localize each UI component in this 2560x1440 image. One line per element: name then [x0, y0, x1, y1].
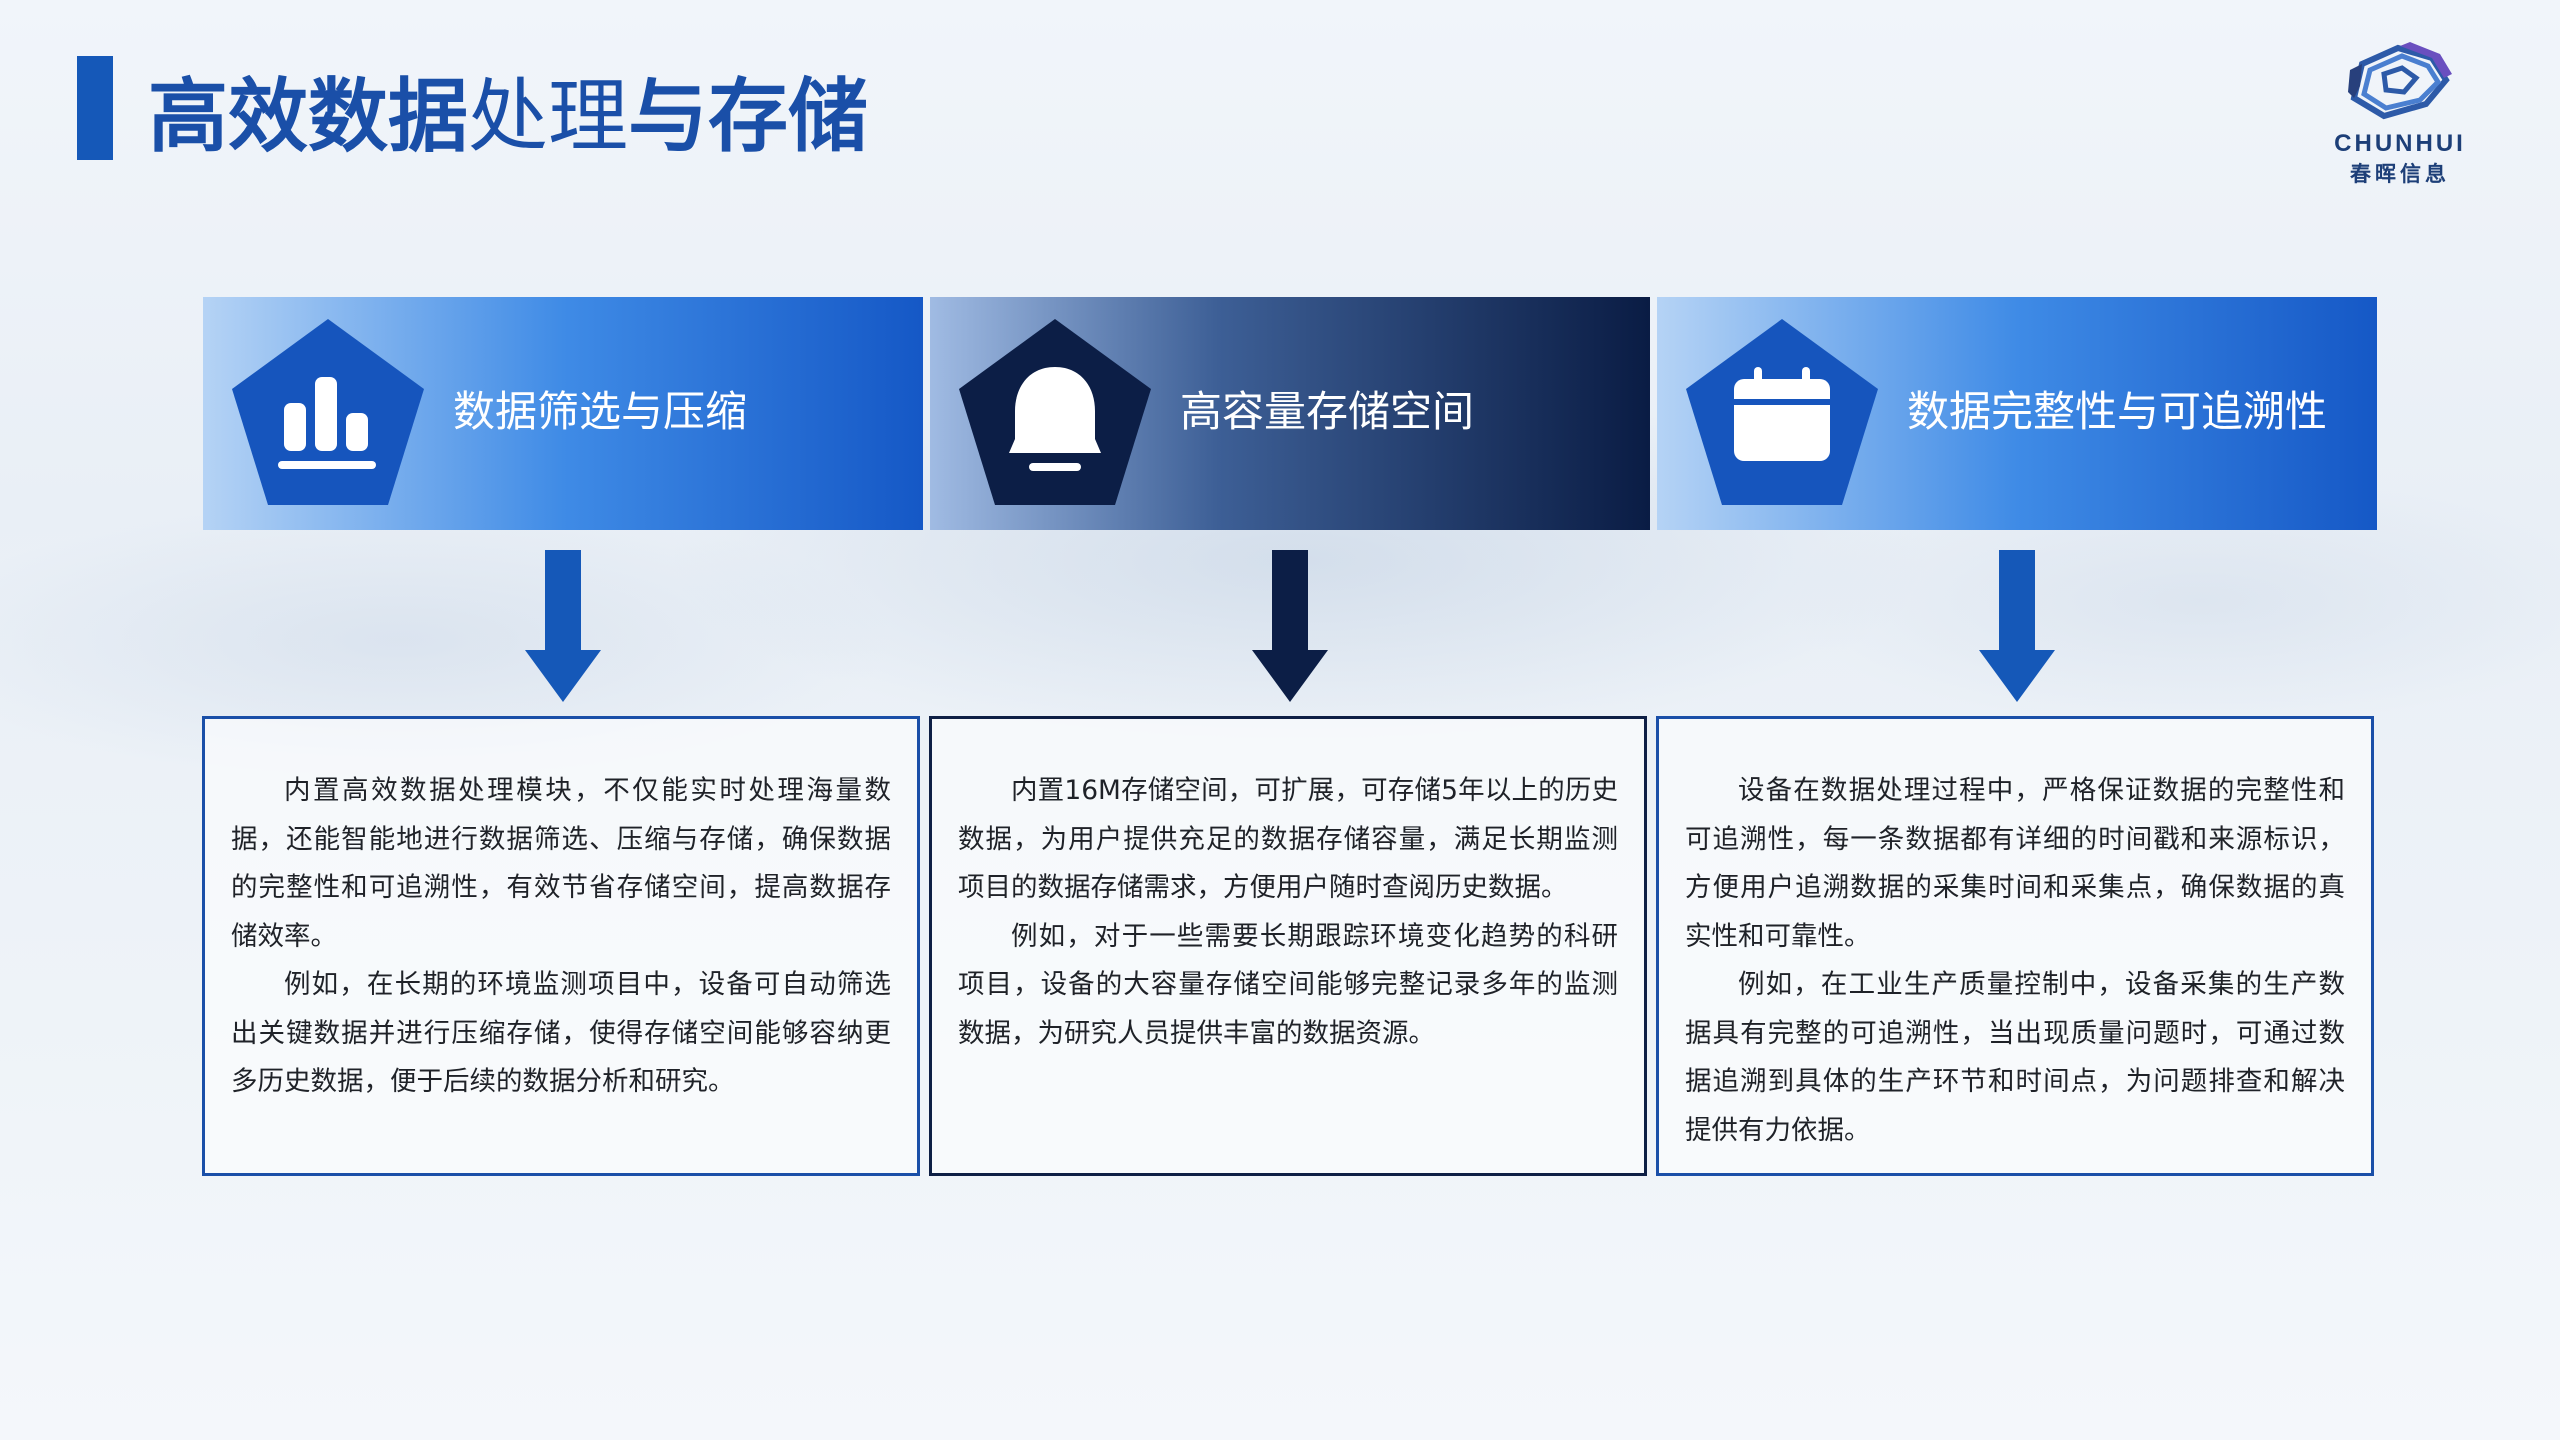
pentagon-badge: [1686, 319, 1878, 505]
description-box-integrity: 设备在数据处理过程中，严格保证数据的完整性和可追溯性，每一条数据都有详细的时间戳…: [1656, 716, 2374, 1176]
pentagon-badge: [232, 319, 424, 505]
description-paragraph: 例如，在工业生产质量控制中，设备采集的生产数据具有完整的可追溯性，当出现质量问题…: [1685, 969, 2345, 1146]
header-panel-filter-compress: 数据筛选与压缩: [203, 297, 923, 530]
title-accent-bar: [77, 56, 113, 160]
panel-heading: 数据筛选与压缩: [453, 387, 748, 436]
title-part-3: 与存储: [628, 70, 868, 163]
description-box-storage: 内置16M存储空间，可扩展，可存储5年以上的历史数据，为用户提供充足的数据存储容…: [929, 716, 1647, 1176]
logo-chinese-name: 春晖信息: [2350, 162, 2450, 186]
down-arrow-icon: [525, 550, 601, 702]
title-part-2: 处理: [468, 70, 628, 163]
chunhui-logo-icon: [2348, 42, 2452, 120]
header-panel-storage: 高容量存储空间: [930, 297, 1650, 530]
description-paragraph: 内置高效数据处理模块，不仅能实时处理海量数据，还能智能地进行数据筛选、压缩与存储…: [231, 775, 891, 952]
description-paragraph: 内置16M存储空间，可扩展，可存储5年以上的历史数据，为用户提供充足的数据存储容…: [958, 775, 1618, 903]
bar-chart-icon: [278, 377, 376, 469]
down-arrow-icon: [1252, 550, 1328, 702]
description-paragraph: 例如，在长期的环境监测项目中，设备可自动筛选出关键数据并进行压缩存储，使得存储空…: [231, 969, 891, 1097]
calendar-icon: [1734, 367, 1830, 461]
header-panel-integrity: 数据完整性与可追溯性: [1657, 297, 2377, 530]
company-logo: CHUNHUI 春晖信息: [2320, 40, 2480, 190]
pentagon-badge: [959, 319, 1151, 505]
logo-english-name: CHUNHUI: [2334, 130, 2466, 157]
bell-icon: [1009, 367, 1101, 471]
description-paragraph: 例如，对于一些需要长期跟踪环境变化趋势的科研项目，设备的大容量存储空间能够完整记…: [958, 920, 1618, 1049]
page-title: 高效数据处理与存储: [148, 62, 868, 172]
description-paragraph: 设备在数据处理过程中，严格保证数据的完整性和可追溯性，每一条数据都有详细的时间戳…: [1685, 775, 2345, 952]
title-part-1: 高效数据: [148, 70, 468, 163]
panel-heading: 数据完整性与可追溯性: [1907, 387, 2328, 436]
down-arrow-icon: [1979, 550, 2055, 702]
description-box-filter-compress: 内置高效数据处理模块，不仅能实时处理海量数据，还能智能地进行数据筛选、压缩与存储…: [202, 716, 920, 1176]
panel-heading: 高容量存储空间: [1180, 387, 1475, 436]
